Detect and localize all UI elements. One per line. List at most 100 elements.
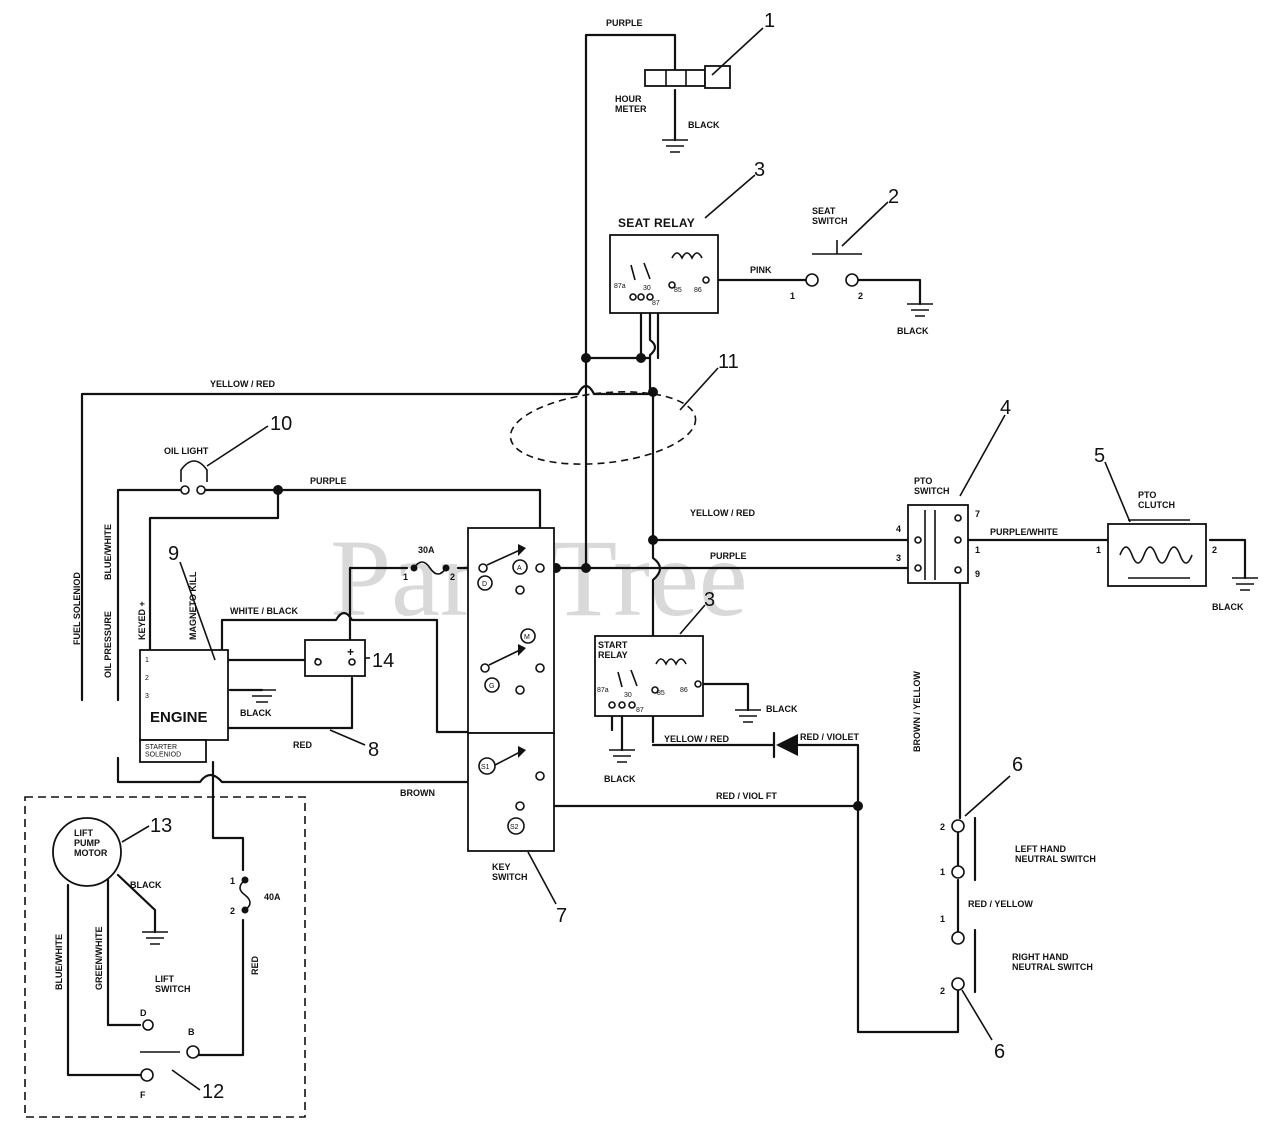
svg-text:2: 2 [230, 906, 235, 916]
svg-text:PURPLE: PURPLE [310, 476, 347, 486]
svg-text:30: 30 [624, 692, 632, 699]
svg-text:RED / VIOLET: RED / VIOLET [800, 732, 860, 742]
svg-text:4: 4 [896, 524, 901, 534]
svg-text:YELLOW / RED: YELLOW / RED [664, 734, 730, 744]
fuel-solenoid-label: FUEL SOLENIOD [72, 572, 82, 645]
magneto-kill-label: MAGNETO KILL [188, 571, 198, 640]
svg-text:86: 86 [694, 287, 702, 294]
callouts: 1 2 3 3 4 5 6 6 7 8 9 10 11 12 13 14 [121, 10, 1131, 1103]
svg-text:BLACK: BLACK [897, 326, 929, 336]
svg-text:1: 1 [790, 291, 795, 301]
svg-text:BLACK: BLACK [1212, 602, 1244, 612]
svg-text:G: G [489, 683, 494, 690]
callout-6a: 6 [1012, 754, 1023, 776]
svg-text:RED: RED [293, 740, 313, 750]
svg-text:87: 87 [652, 300, 660, 307]
svg-text:87a: 87a [614, 283, 626, 290]
svg-text:F: F [140, 1090, 146, 1100]
svg-text:PURPLE: PURPLE [606, 18, 643, 28]
svg-text:+: + [347, 645, 354, 659]
svg-text:D: D [140, 1008, 147, 1018]
svg-text:2: 2 [940, 986, 945, 996]
callout-14: 14 [372, 650, 394, 672]
callout-1: 1 [764, 10, 775, 32]
svg-text:1: 1 [230, 876, 235, 886]
svg-text:S1: S1 [481, 764, 490, 771]
svg-text:40A: 40A [264, 892, 281, 902]
lift-system-box [24, 796, 306, 1118]
svg-text:RED / VIOL FT: RED / VIOL FT [716, 791, 777, 801]
svg-text:M: M [524, 634, 530, 641]
callout-5: 5 [1094, 445, 1105, 467]
svg-text:9: 9 [975, 569, 980, 579]
svg-text:1: 1 [940, 867, 945, 877]
svg-text:BLACK: BLACK [688, 120, 720, 130]
svg-text:2: 2 [1212, 545, 1217, 555]
svg-text:1: 1 [403, 572, 408, 582]
ground-symbols [142, 139, 1258, 945]
svg-text:2: 2 [145, 675, 149, 682]
callout-2: 2 [888, 186, 899, 208]
svg-text:87: 87 [636, 707, 644, 714]
fuse-40a: 40A 1 2 [230, 876, 281, 916]
svg-text:BLACK: BLACK [240, 708, 272, 718]
svg-text:1: 1 [940, 914, 945, 924]
svg-text:87a: 87a [597, 687, 609, 694]
svg-text:YELLOW / RED: YELLOW / RED [690, 508, 756, 518]
callout-11: 11 [718, 351, 739, 373]
callout-7: 7 [556, 905, 567, 927]
svg-text:1: 1 [1096, 545, 1101, 555]
callout-6b: 6 [994, 1041, 1005, 1063]
svg-text:1: 1 [975, 545, 980, 555]
svg-text:GREEN/WHITE: GREEN/WHITE [94, 926, 104, 990]
callout-4: 4 [1000, 397, 1011, 419]
seat-relay-label: SEAT RELAY [618, 216, 695, 230]
harness-ellipse [509, 391, 697, 465]
svg-text:86: 86 [680, 687, 688, 694]
svg-text:YELLOW / RED: YELLOW / RED [210, 379, 276, 389]
callout-12: 12 [202, 1081, 224, 1103]
svg-text:PURPLE/WHITE: PURPLE/WHITE [990, 527, 1058, 537]
svg-text:PINK: PINK [750, 265, 772, 275]
diode [772, 731, 798, 759]
svg-text:B: B [188, 1027, 195, 1037]
battery: - + [304, 639, 366, 677]
svg-text:BLACK: BLACK [130, 880, 162, 890]
svg-text:BROWN: BROWN [400, 788, 435, 798]
oil-light: OIL LIGHT [164, 446, 209, 495]
oil-pressure-label: OIL PRESSURE [103, 611, 113, 678]
fuse-30a: 30A 1 2 [403, 545, 455, 582]
callout-13: 13 [150, 815, 172, 837]
wire-labels: PURPLE BLACK PINK BLACK YELLOW / RED PUR… [54, 18, 1244, 990]
callout-3a: 3 [754, 159, 765, 181]
svg-text:85: 85 [674, 287, 682, 294]
svg-text:3: 3 [896, 553, 901, 563]
svg-text:BLUE/WHITE: BLUE/WHITE [54, 934, 64, 990]
blue-white-label: BLUE/WHITE [103, 524, 113, 580]
svg-text:OIL LIGHT: OIL LIGHT [164, 446, 209, 456]
svg-text:BLACK: BLACK [604, 774, 636, 784]
svg-text:2: 2 [940, 822, 945, 832]
svg-text:BLACK: BLACK [766, 704, 798, 714]
